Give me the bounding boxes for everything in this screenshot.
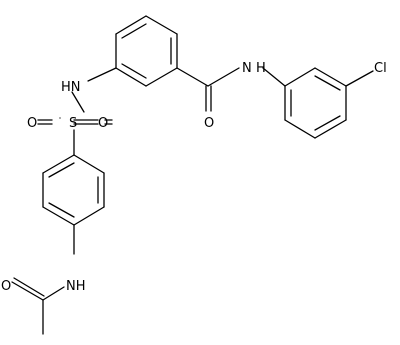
atom-label-oxygen-amide: O <box>204 116 214 131</box>
central-benzene-ring <box>115 15 178 87</box>
atom-label-oxygen-sulfonyl-left: O <box>27 116 37 131</box>
amide-bonds <box>176 67 286 112</box>
atom-label-hn-sulfonamide: HN <box>61 80 81 95</box>
atom-label-nh-acetamide: NH <box>66 279 86 294</box>
atom-label-chlorine: Cl <box>374 61 387 76</box>
atom-label-oxygen-acetyl: O <box>1 279 11 294</box>
chlorophenyl-ring <box>284 67 374 139</box>
acetamidophenyl-ring <box>42 154 105 255</box>
atom-label-nitrogen-amide: N <box>242 61 252 76</box>
atom-label-sulfur: S <box>69 116 77 131</box>
sulfonamide-bonds <box>37 67 117 156</box>
atom-label-hydrogen-amide: H <box>256 61 266 76</box>
atom-label-oxygen-sulfonyl-right: O <box>98 116 108 131</box>
acetyl-bonds <box>11 277 65 335</box>
